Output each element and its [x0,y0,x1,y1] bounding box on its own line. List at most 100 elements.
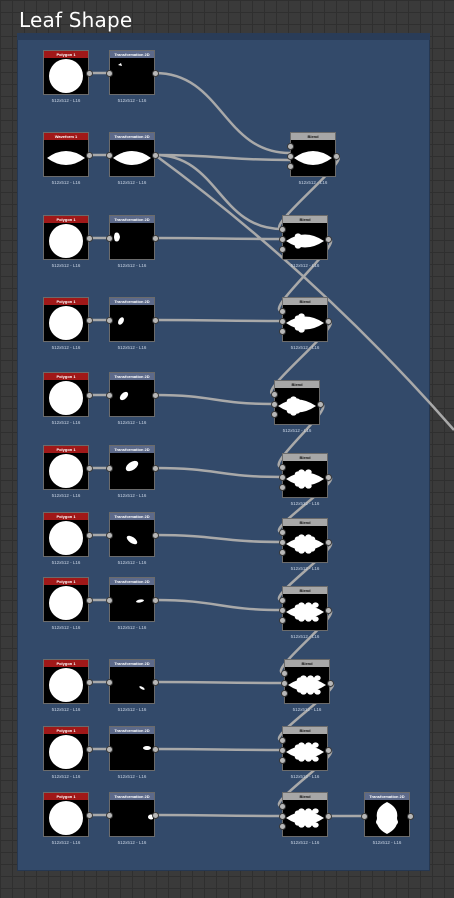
blend-node[interactable]: Blend [290,132,336,177]
transformation-node[interactable]: Transformation 2D [109,659,155,704]
polygon-node[interactable]: Polygon 1 [43,726,89,771]
input-port[interactable] [105,678,113,686]
input-port[interactable] [278,822,286,830]
polygon-node[interactable]: Polygon 1 [43,215,89,260]
input-port[interactable] [278,528,286,536]
transformation-node[interactable]: Transformation 2D [109,50,155,95]
frame-header-bar[interactable] [17,33,430,40]
transformation-node[interactable]: Transformation 2D [109,215,155,260]
output-port[interactable] [85,745,93,753]
output-port[interactable] [85,811,93,819]
transformation-node[interactable]: Transformation 2D [109,297,155,342]
output-port[interactable] [151,811,159,819]
transformation-node[interactable]: Transformation 2D [109,512,155,557]
input-port[interactable] [105,69,113,77]
input-port[interactable] [286,142,294,150]
input-port[interactable] [280,689,288,697]
output-port[interactable] [324,606,332,614]
input-port[interactable] [278,538,286,546]
input-port[interactable] [278,746,286,754]
output-port[interactable] [85,391,93,399]
output-port[interactable] [406,812,414,820]
output-port[interactable] [85,69,93,77]
output-port[interactable] [151,234,159,242]
input-port[interactable] [286,152,294,160]
output-transformation-node[interactable]: Transformation 2D [364,792,410,837]
input-port[interactable] [105,316,113,324]
output-port[interactable] [85,596,93,604]
output-port[interactable] [151,151,159,159]
blend-node[interactable]: Blend [284,659,330,704]
output-port[interactable] [85,531,93,539]
input-port[interactable] [360,812,368,820]
waveform-node[interactable]: Waveform 1 [43,132,89,177]
transformation-node[interactable]: Transformation 2D [109,372,155,417]
input-port[interactable] [278,802,286,810]
input-port[interactable] [278,616,286,624]
input-port[interactable] [278,473,286,481]
input-port[interactable] [278,225,286,233]
input-port[interactable] [105,531,113,539]
output-port[interactable] [151,464,159,472]
input-port[interactable] [278,756,286,764]
output-port[interactable] [151,596,159,604]
output-port[interactable] [151,745,159,753]
output-port[interactable] [85,464,93,472]
input-port[interactable] [105,464,113,472]
output-port[interactable] [151,316,159,324]
input-port[interactable] [278,812,286,820]
blend-node[interactable]: Blend [282,726,328,771]
input-port[interactable] [105,151,113,159]
polygon-node[interactable]: Polygon 1 [43,512,89,557]
input-port[interactable] [278,606,286,614]
output-port[interactable] [324,538,332,546]
output-port[interactable] [151,678,159,686]
blend-node[interactable]: Blend [282,518,328,563]
output-port[interactable] [324,473,332,481]
blend-node[interactable]: Blend [282,586,328,631]
output-port[interactable] [326,679,334,687]
output-port[interactable] [316,400,324,408]
polygon-node[interactable]: Polygon 1 [43,792,89,837]
input-port[interactable] [105,391,113,399]
output-port[interactable] [324,317,332,325]
input-port[interactable] [278,463,286,471]
transformation-node[interactable]: Transformation 2D [109,577,155,622]
input-port[interactable] [278,736,286,744]
transformation-node[interactable]: Transformation 2D [109,132,155,177]
input-port[interactable] [280,669,288,677]
output-port[interactable] [85,678,93,686]
polygon-node[interactable]: Polygon 1 [43,297,89,342]
input-port[interactable] [278,235,286,243]
input-port[interactable] [105,745,113,753]
input-port[interactable] [270,400,278,408]
polygon-node[interactable]: Polygon 1 [43,445,89,490]
input-port[interactable] [105,811,113,819]
output-port[interactable] [151,531,159,539]
blend-node[interactable]: Blend [282,453,328,498]
input-port[interactable] [105,234,113,242]
output-port[interactable] [332,152,340,160]
input-port[interactable] [286,162,294,170]
input-port[interactable] [278,317,286,325]
output-port[interactable] [324,746,332,754]
polygon-node[interactable]: Polygon 1 [43,50,89,95]
input-port[interactable] [278,483,286,491]
input-port[interactable] [280,679,288,687]
output-port[interactable] [85,234,93,242]
polygon-node[interactable]: Polygon 1 [43,372,89,417]
input-port[interactable] [278,245,286,253]
polygon-node[interactable]: Polygon 1 [43,577,89,622]
input-port[interactable] [270,390,278,398]
output-port[interactable] [151,391,159,399]
blend-node[interactable]: Blend [274,380,320,425]
input-port[interactable] [278,596,286,604]
transformation-node[interactable]: Transformation 2D [109,792,155,837]
input-port[interactable] [270,410,278,418]
transformation-node[interactable]: Transformation 2D [109,445,155,490]
output-port[interactable] [324,235,332,243]
blend-node[interactable]: Blend [282,792,328,837]
input-port[interactable] [278,307,286,315]
output-port[interactable] [151,69,159,77]
polygon-node[interactable]: Polygon 1 [43,659,89,704]
